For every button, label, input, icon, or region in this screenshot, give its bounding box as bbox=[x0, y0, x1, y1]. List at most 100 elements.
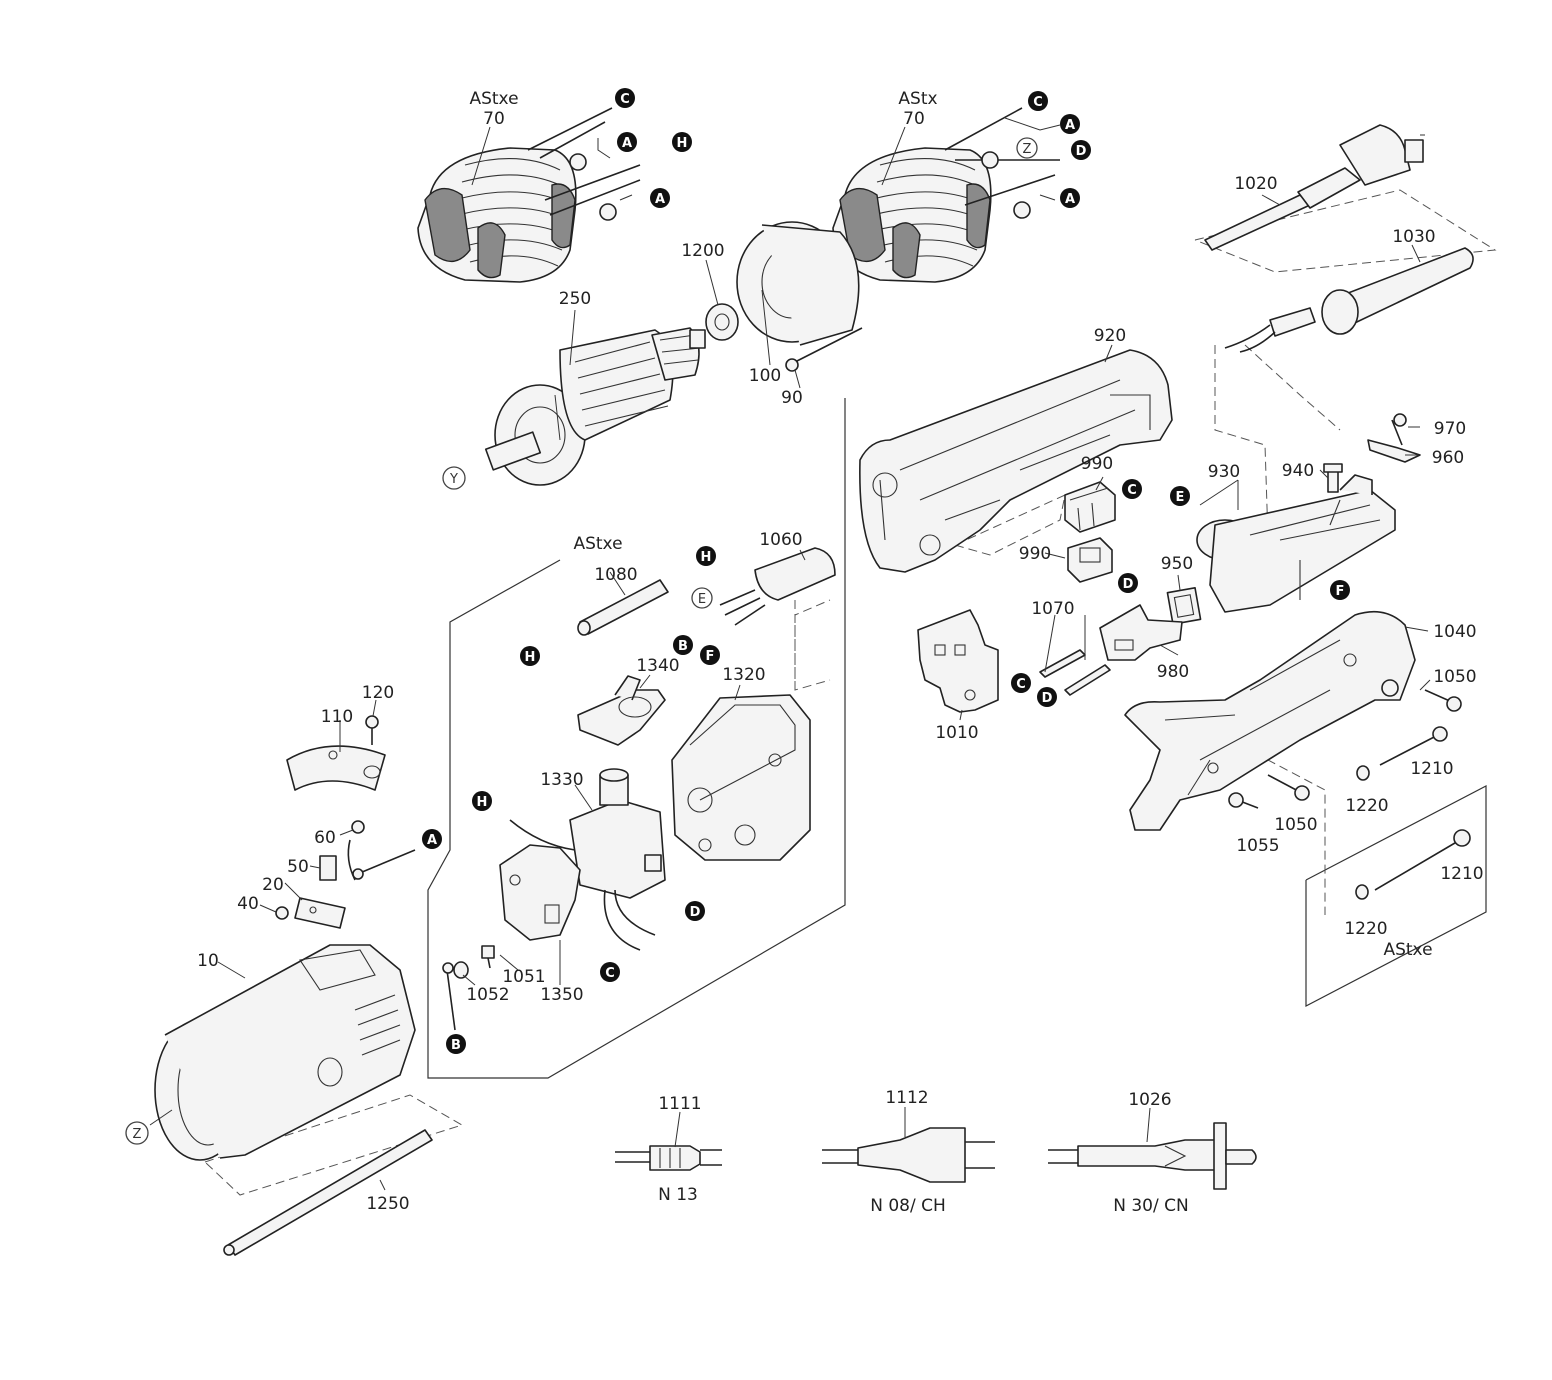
callout-n13: N 13 bbox=[658, 1185, 698, 1205]
cover-980 bbox=[1099, 604, 1183, 661]
trigger-switch-930 bbox=[1196, 474, 1396, 613]
wire-lead-a bbox=[352, 849, 416, 880]
callout-20: 20 bbox=[262, 875, 284, 895]
sleeve-1080 bbox=[577, 579, 669, 636]
screw-90 bbox=[785, 327, 863, 372]
badge-a-coil-right-upper: A bbox=[1060, 114, 1080, 134]
callout-1220-upper: 1220 bbox=[1345, 796, 1388, 816]
washer-1220-upper bbox=[1356, 765, 1370, 781]
badge-d-coil-right: D bbox=[1071, 140, 1091, 160]
bolt-1050-upper bbox=[1424, 689, 1462, 712]
svg-text:H: H bbox=[701, 550, 712, 565]
badge-c-switch: C bbox=[600, 962, 620, 982]
connector-990-upper bbox=[1064, 481, 1116, 533]
callout-1040: 1040 bbox=[1433, 622, 1476, 642]
leader-lines bbox=[149, 126, 1431, 1191]
field-coil-astxe bbox=[417, 107, 641, 283]
washer-1220-lower bbox=[1355, 884, 1369, 900]
badge-h-switch: H bbox=[472, 791, 492, 811]
callout-1250: 1250 bbox=[366, 1194, 409, 1214]
cable-shoe-b bbox=[442, 962, 456, 1031]
svg-text:E: E bbox=[1176, 490, 1185, 505]
svg-text:C: C bbox=[605, 966, 615, 981]
baffle-ring bbox=[736, 221, 860, 346]
svg-text:B: B bbox=[451, 1038, 461, 1053]
badge-c-coil-left: C bbox=[615, 88, 635, 108]
badge-h-sleeve-top: H bbox=[696, 546, 716, 566]
callout-1111: 1111 bbox=[658, 1094, 701, 1114]
badge-y-armature: Y bbox=[442, 466, 466, 490]
callout-70-left: 70 bbox=[483, 109, 505, 129]
svg-text:A: A bbox=[622, 136, 632, 151]
callout-980: 980 bbox=[1157, 662, 1189, 682]
callout-990-lower: 990 bbox=[1019, 544, 1051, 564]
svg-text:Z: Z bbox=[1023, 142, 1032, 157]
callout-970: 970 bbox=[1434, 419, 1466, 439]
field-coil-astx bbox=[832, 107, 1061, 283]
callout-950: 950 bbox=[1161, 554, 1193, 574]
callout-labels: AStxe 70 AStx 70 1200 250 100 90 1020 10… bbox=[197, 89, 1483, 1216]
callout-1010: 1010 bbox=[935, 723, 978, 743]
astxe-bolt-group-frame bbox=[1305, 785, 1487, 1007]
callout-1320: 1320 bbox=[722, 665, 765, 685]
strain-relief-1030 bbox=[1224, 247, 1474, 353]
callout-1200: 1200 bbox=[681, 241, 724, 261]
cable-dashed-outline bbox=[1194, 189, 1497, 273]
badge-d-switch: D bbox=[685, 901, 705, 921]
svg-text:D: D bbox=[1042, 691, 1053, 706]
callout-1050-upper: 1050 bbox=[1433, 667, 1476, 687]
svg-text:C: C bbox=[1127, 483, 1137, 498]
plug-cable-dashed bbox=[1244, 344, 1341, 431]
bolt-1210-lower bbox=[1374, 829, 1471, 891]
badge-f-capacitor: F bbox=[700, 645, 720, 665]
connector-dashed-outline bbox=[954, 494, 1066, 556]
svg-text:C: C bbox=[620, 92, 630, 107]
callout-1051: 1051 bbox=[502, 967, 545, 987]
badge-f-trigger: F bbox=[1330, 580, 1350, 600]
plate-1350 bbox=[499, 844, 581, 941]
callout-1052: 1052 bbox=[466, 985, 509, 1005]
badge-c-terminal: C bbox=[1011, 673, 1031, 693]
screw-970 bbox=[1391, 413, 1407, 446]
svg-text:F: F bbox=[1336, 584, 1345, 599]
callout-930: 930 bbox=[1208, 462, 1240, 482]
callout-1210-upper: 1210 bbox=[1410, 759, 1453, 779]
screw-940 bbox=[1323, 463, 1343, 493]
svg-text:A: A bbox=[1065, 118, 1075, 133]
callout-70-right: 70 bbox=[903, 109, 925, 129]
badge-b-cable-shoe: B bbox=[446, 1034, 466, 1054]
svg-text:C: C bbox=[1033, 95, 1043, 110]
badge-h-sleeve-bottom: H bbox=[520, 646, 540, 666]
callout-90: 90 bbox=[781, 388, 803, 408]
callout-1070: 1070 bbox=[1031, 599, 1074, 619]
badge-a-coil-left-upper: A bbox=[617, 132, 637, 152]
rod-1250 bbox=[223, 1129, 433, 1256]
rod-dashed-outline bbox=[204, 1094, 464, 1196]
badge-a-brush-lead: A bbox=[422, 829, 442, 849]
housing-1320 bbox=[671, 694, 811, 861]
callout-1060: 1060 bbox=[759, 530, 802, 550]
bolt-1055 bbox=[1228, 792, 1259, 809]
callout-110: 110 bbox=[321, 707, 353, 727]
plug-1112 bbox=[822, 1127, 995, 1183]
badge-e-capacitor: E bbox=[691, 587, 713, 609]
connector-990-lower bbox=[1067, 537, 1113, 583]
bolt-1050-lower bbox=[1267, 774, 1310, 801]
svg-text:A: A bbox=[655, 192, 665, 207]
svg-text:H: H bbox=[477, 795, 488, 810]
svg-text:H: H bbox=[677, 136, 688, 151]
screw-40 bbox=[275, 906, 289, 920]
switch-1330 bbox=[509, 768, 666, 951]
svg-text:C: C bbox=[1016, 677, 1026, 692]
brush-cover-110 bbox=[286, 745, 386, 791]
callout-n08-ch: N 08/ CH bbox=[870, 1196, 946, 1216]
switch-link-dashed bbox=[794, 599, 831, 690]
callout-920: 920 bbox=[1094, 326, 1126, 346]
callout-250: 250 bbox=[559, 289, 591, 309]
badge-z-coil-right: Z bbox=[1016, 137, 1038, 159]
badge-c-connector: C bbox=[1122, 479, 1142, 499]
plate-1010 bbox=[917, 609, 999, 713]
callout-astxe-top: AStxe bbox=[469, 89, 518, 109]
callout-astxe-right: AStxe bbox=[1383, 940, 1432, 960]
handle-half-1040 bbox=[1124, 610, 1416, 831]
